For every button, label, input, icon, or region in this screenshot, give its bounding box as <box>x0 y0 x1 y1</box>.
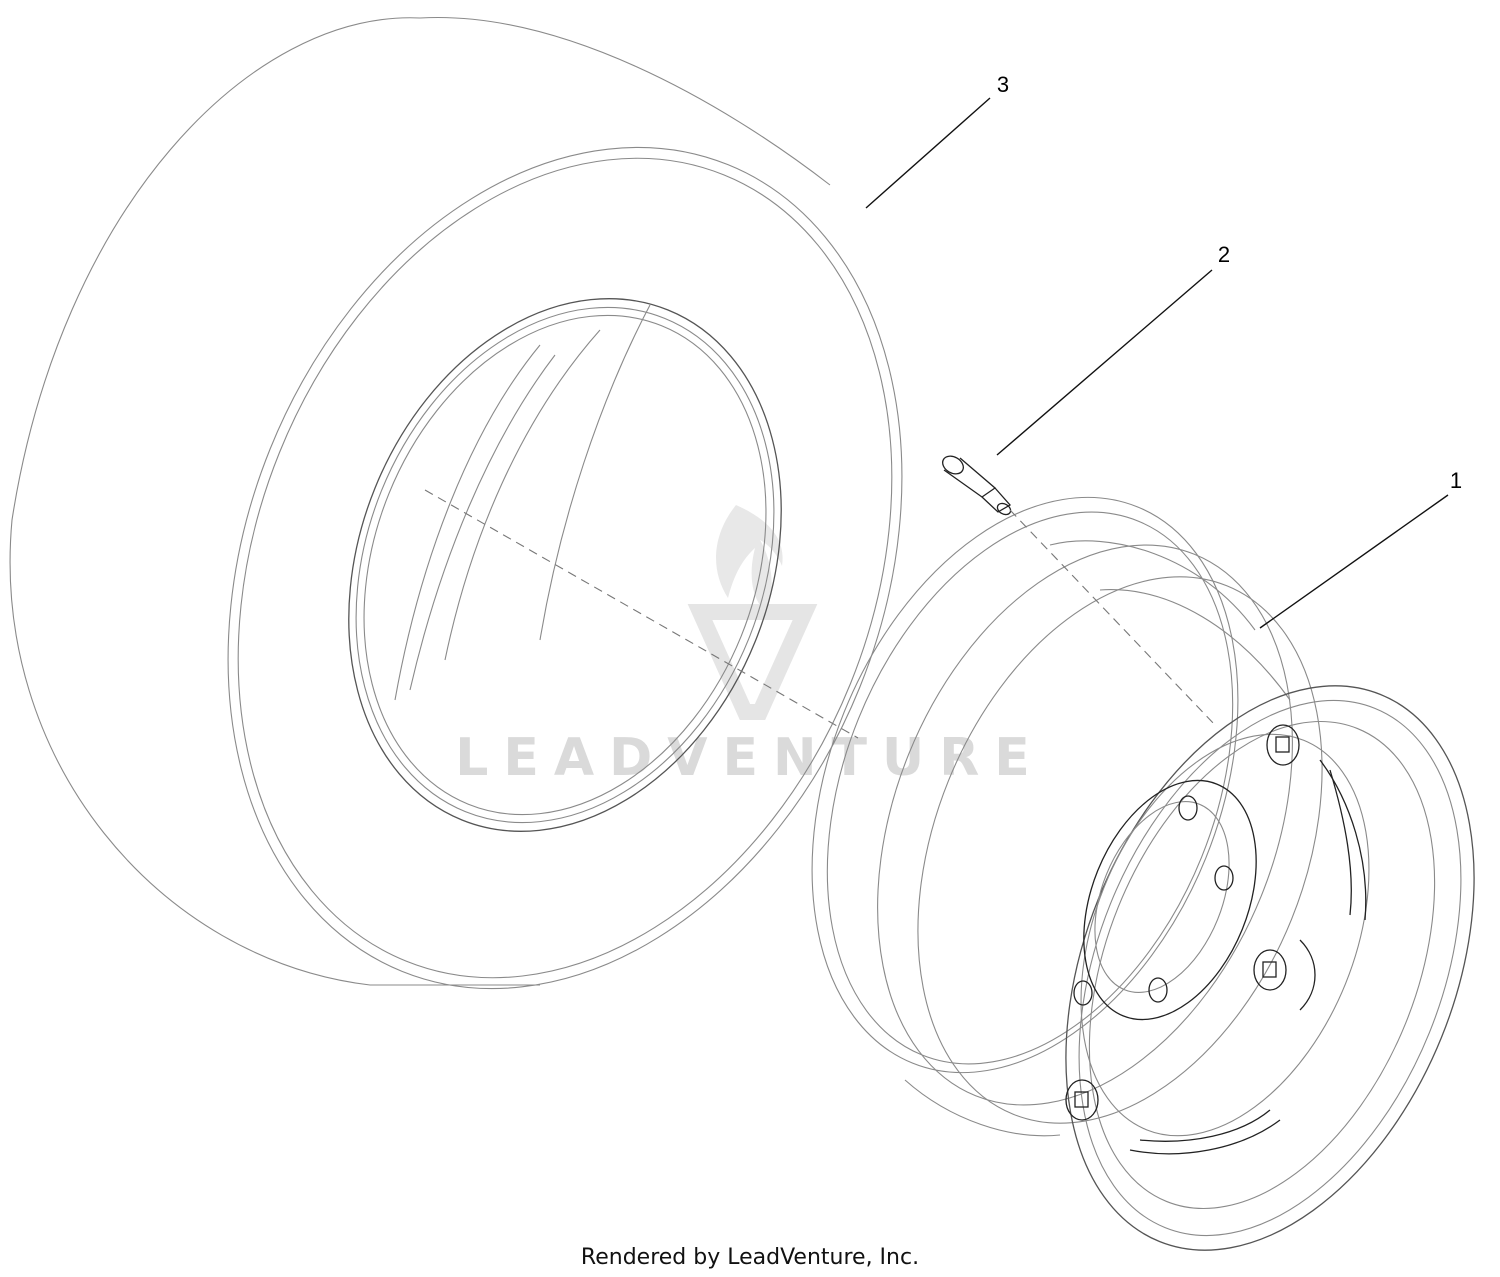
callout-3-leader <box>865 97 991 209</box>
callout-3-number[interactable]: 3 <box>997 72 1009 97</box>
lug-holes <box>1073 795 1234 1006</box>
callout-2-number[interactable]: 2 <box>1218 242 1230 267</box>
valve-stem-drawing <box>942 455 1012 516</box>
valve-axis-line <box>1009 509 1216 726</box>
bolt-bosses <box>1065 724 1300 1121</box>
watermark-text: LEADVENTURE <box>455 728 1045 788</box>
tire-drawing <box>9 16 903 990</box>
leadventure-watermark: LEADVENTURE <box>455 505 1045 788</box>
callout-1-leader <box>1259 494 1449 629</box>
callout-1-number[interactable]: 1 <box>1450 468 1462 493</box>
watermark-logo-icon <box>687 505 818 720</box>
tire-axis-line <box>424 489 859 739</box>
wheel-rim-drawing <box>811 496 1475 1251</box>
footer-credit: Rendered by LeadVenture, Inc. <box>581 1245 919 1270</box>
callout-2-leader <box>996 269 1213 456</box>
